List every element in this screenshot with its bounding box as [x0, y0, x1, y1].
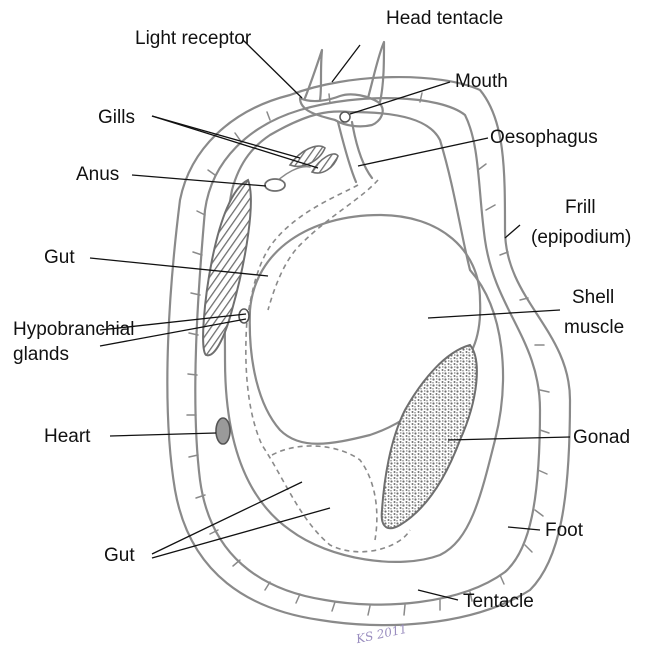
label-glands: glands — [13, 344, 69, 365]
hypobranchial-gland — [203, 180, 251, 355]
label-shell-muscle: muscle — [564, 317, 624, 338]
heart — [216, 418, 230, 444]
label-light-receptor: Light receptor — [135, 28, 252, 49]
body-outline — [225, 111, 503, 561]
label-tentacle: Tentacle — [463, 591, 534, 612]
label-gills: Gills — [98, 107, 135, 128]
label-anus: Anus — [76, 164, 119, 185]
label-heart: Heart — [44, 426, 91, 447]
oesophagus — [338, 122, 372, 182]
anus — [265, 179, 285, 191]
label-frill: Frill — [565, 197, 596, 218]
gonad — [382, 345, 477, 528]
mouth-opening — [340, 112, 350, 122]
label-epipodium: (epipodium) — [531, 227, 631, 248]
label-foot: Foot — [545, 520, 584, 541]
label-mouth: Mouth — [455, 71, 508, 92]
label-gonad: Gonad — [573, 427, 630, 448]
label-gut-lower: Gut — [104, 545, 135, 566]
foot-outline — [167, 77, 570, 625]
label-oesophagus: Oesophagus — [490, 127, 598, 148]
head — [300, 42, 384, 126]
label-hypobranchial: Hypobranchial — [13, 319, 134, 340]
label-shell: Shell — [572, 287, 614, 308]
label-head-tentacle: Head tentacle — [386, 8, 503, 29]
label-gut-upper: Gut — [44, 247, 75, 268]
frill-outline — [195, 98, 540, 605]
hypobranchial-dot — [239, 309, 249, 323]
gut-lower-loop — [272, 446, 377, 540]
